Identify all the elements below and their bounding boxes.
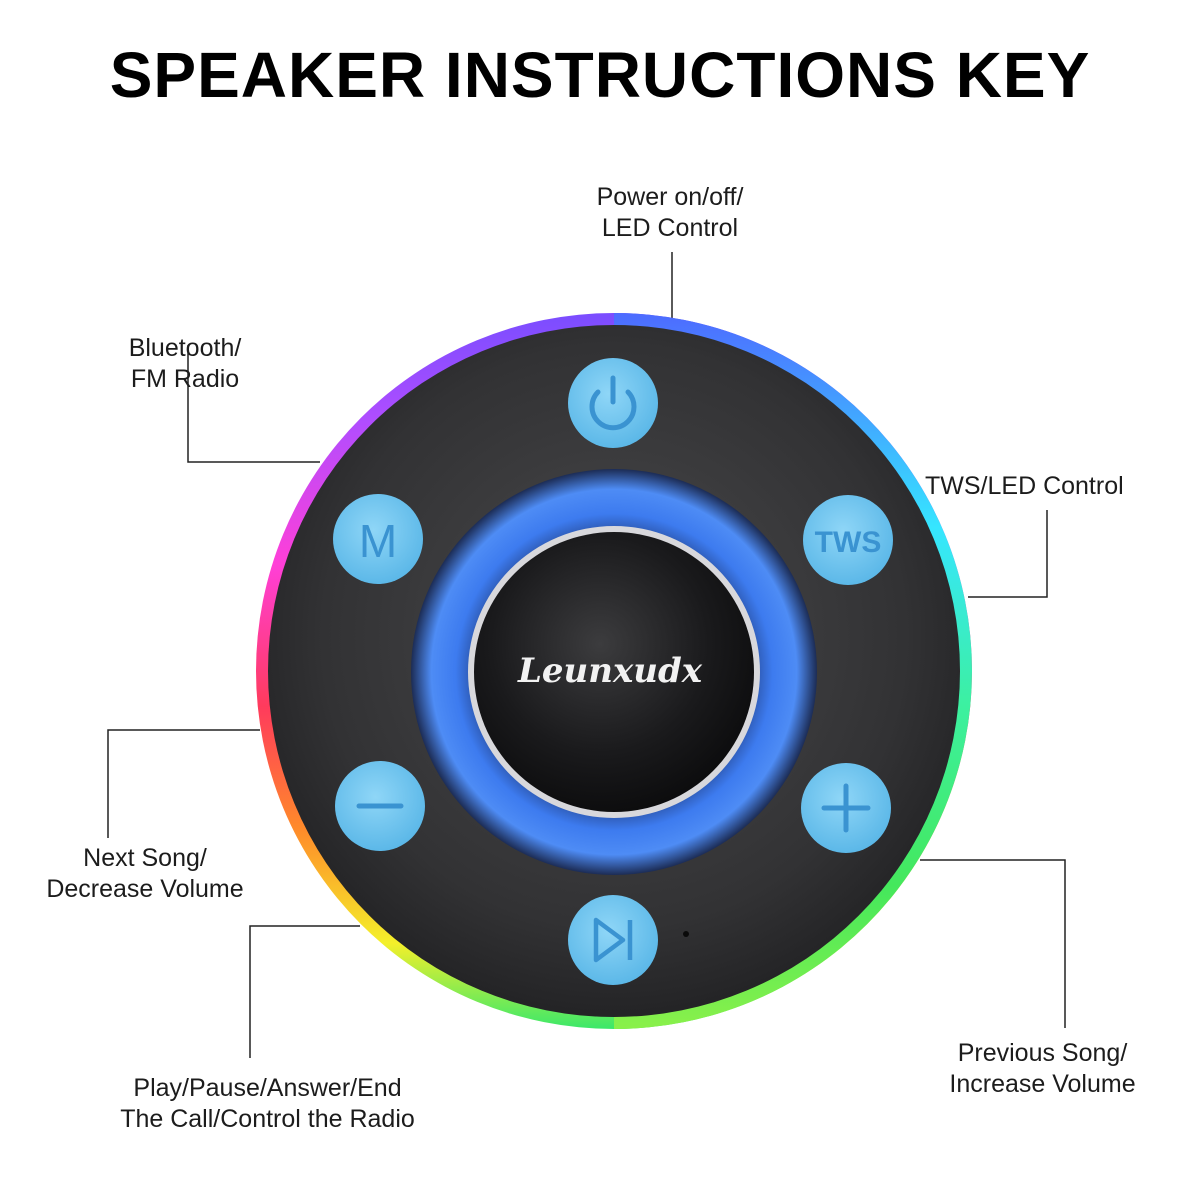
mode-button[interactable]: M: [333, 494, 423, 584]
brand-logo: Leunxudx: [517, 651, 703, 691]
leader-lines: [107, 252, 1066, 1058]
minus-button[interactable]: [335, 761, 425, 851]
power-label: Power on/off/ LED Control: [596, 183, 744, 242]
play-pause-label: Play/Pause/Answer/End The Call/Control t…: [120, 1074, 415, 1133]
page-title: SPEAKER INSTRUCTIONS KEY: [109, 39, 1091, 111]
play-pause-button[interactable]: [568, 895, 658, 985]
tws-button-label: TWS: [815, 526, 882, 559]
tws-label: TWS/LED Control: [925, 472, 1124, 500]
plus-icon: [821, 783, 871, 833]
play-pause-icon: [593, 917, 633, 963]
power-button[interactable]: [568, 358, 658, 448]
plus-button[interactable]: [801, 763, 891, 853]
bluetooth-label: Bluetooth/ FM Radio: [128, 334, 242, 393]
center-cap: [474, 532, 754, 812]
previous-song-label: Previous Song/ Increase Volume: [949, 1039, 1136, 1098]
next-song-label: Next Song/ Decrease Volume: [46, 844, 244, 903]
power-icon: [589, 375, 637, 431]
microphone-hole: [683, 931, 689, 937]
mode-label: M: [359, 515, 397, 567]
tws-button[interactable]: TWS: [803, 495, 893, 585]
